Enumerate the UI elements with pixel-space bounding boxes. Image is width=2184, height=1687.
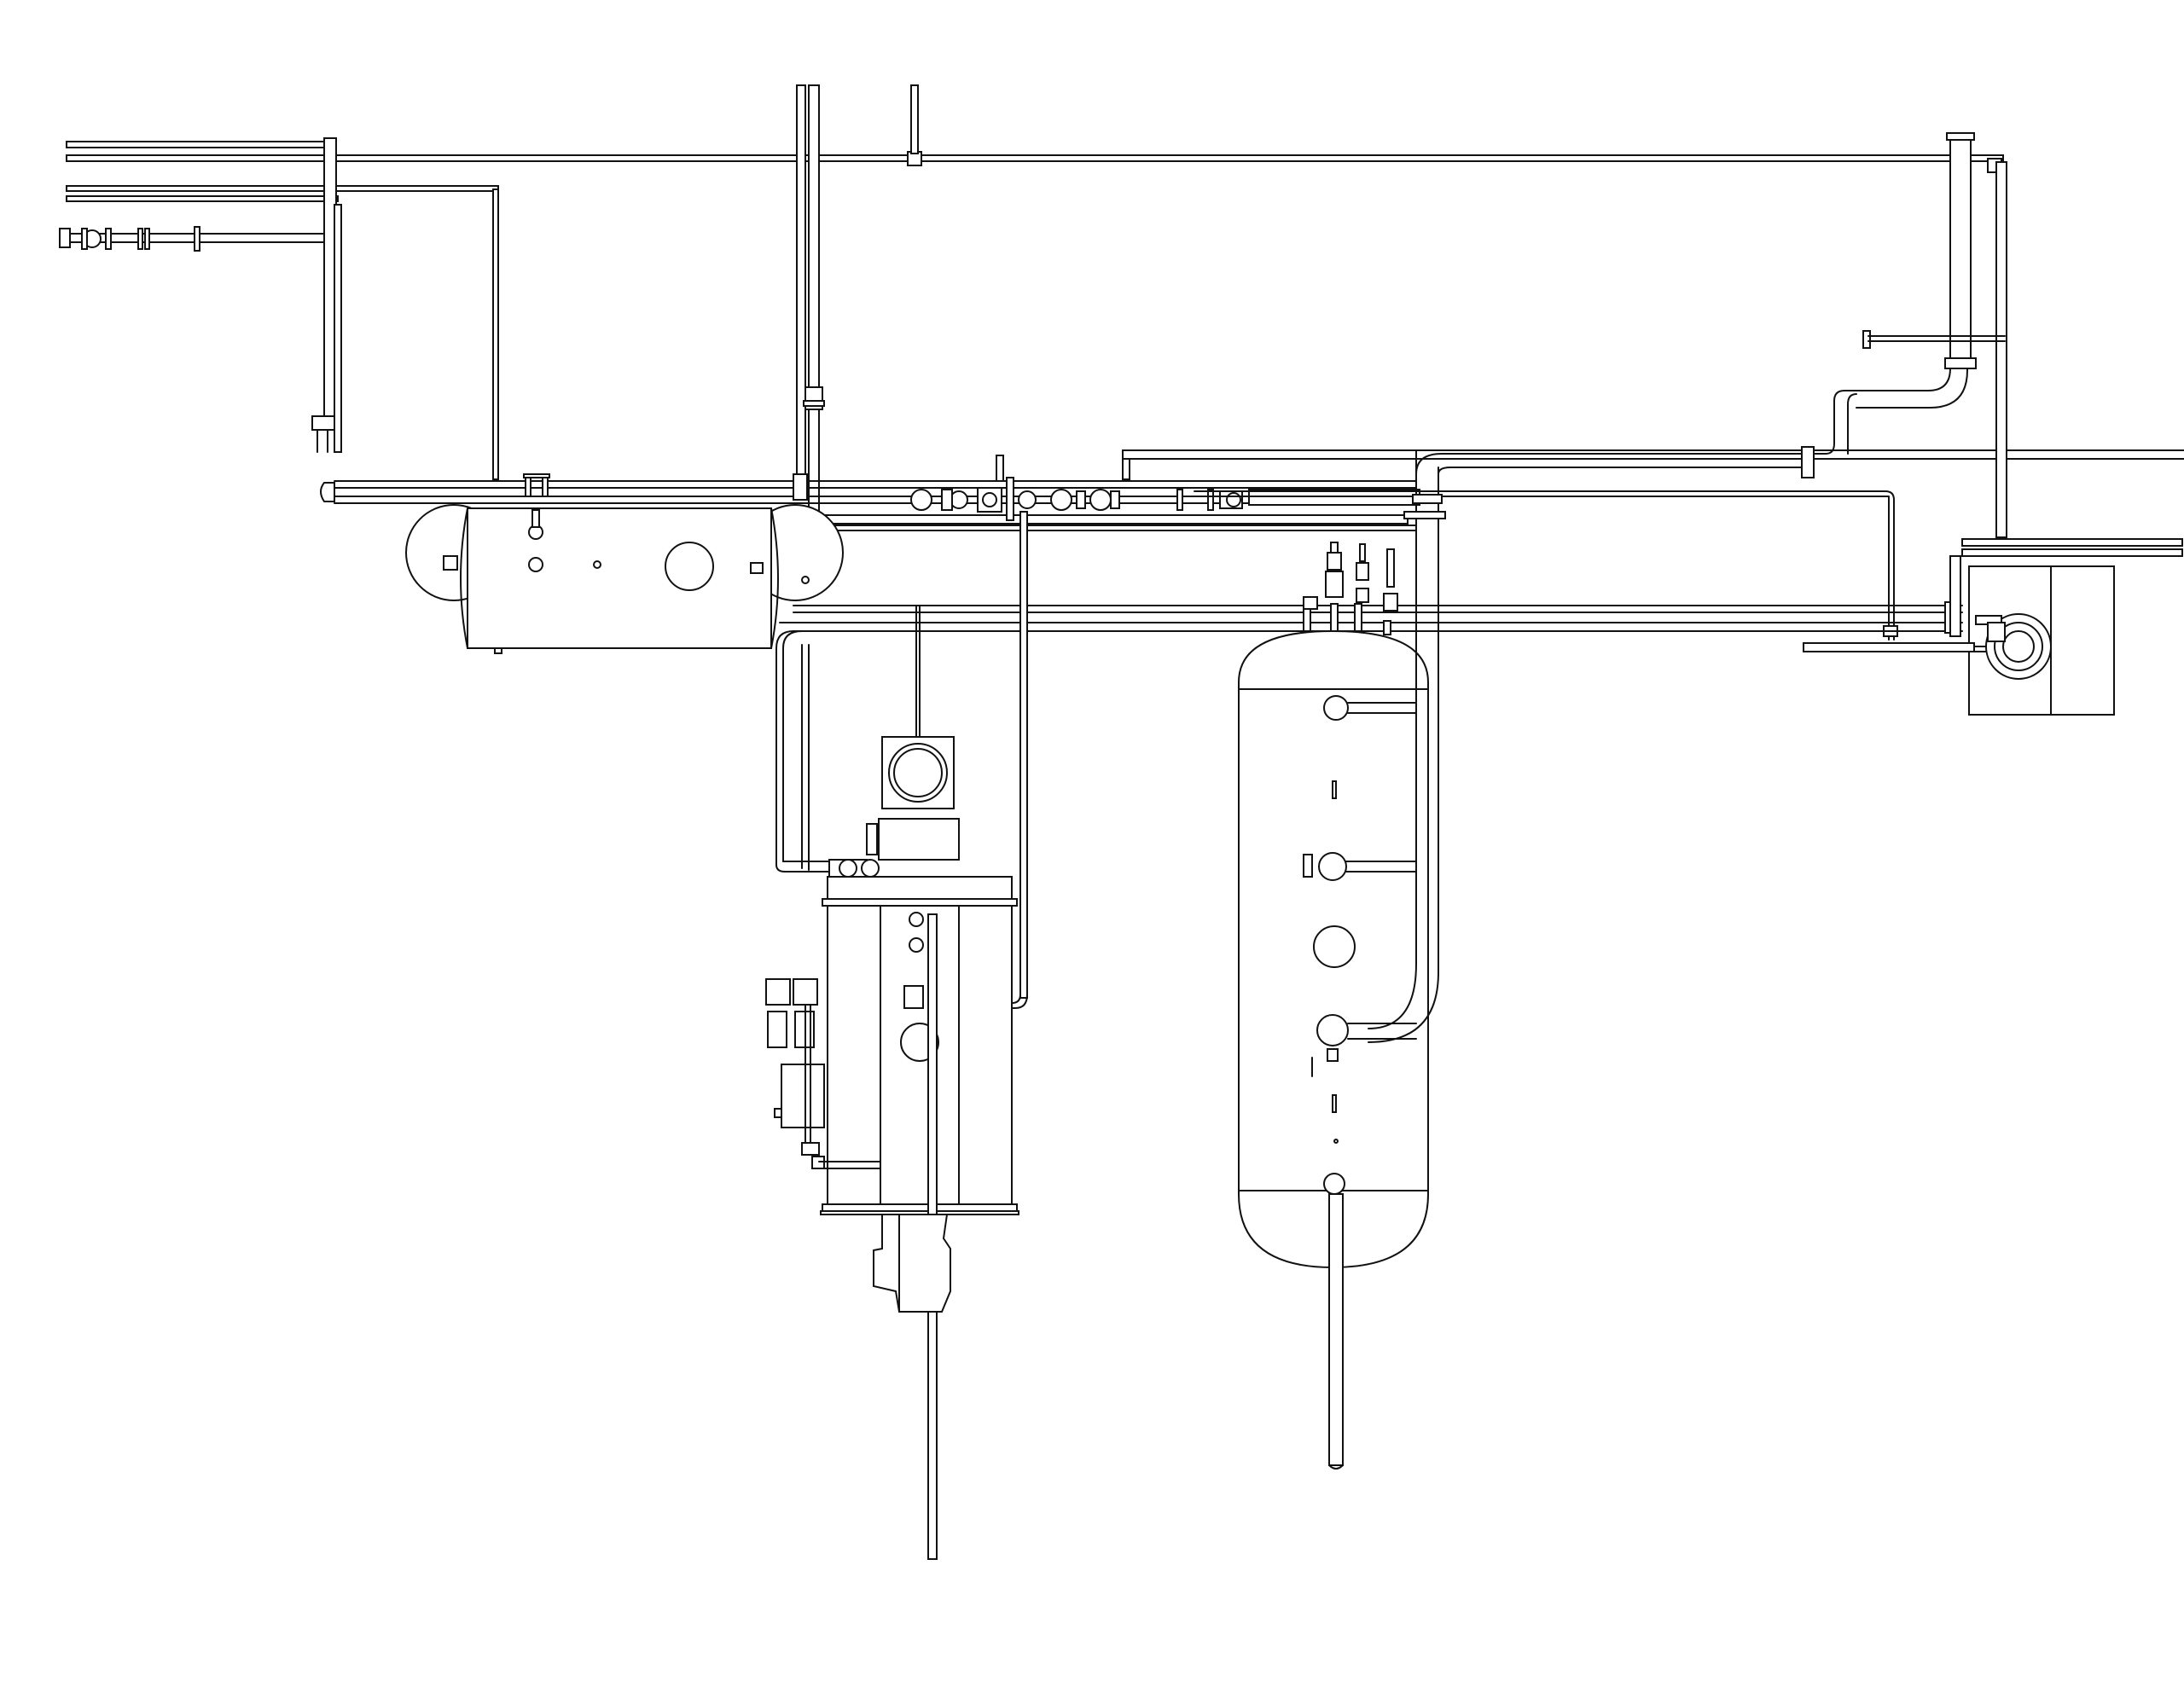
inlet-valve-train [59,226,335,453]
right-header [1415,132,2007,538]
feed-pump-skid [1803,538,2183,716]
boiler-instruments [765,978,881,1169]
lower-headers [779,601,1963,634]
left-riser [323,137,499,480]
top-header-pipes [66,84,2004,202]
vertical-tank [1238,542,1429,1470]
central-risers [796,84,825,530]
right-drop [1194,490,1898,641]
vertical-boiler-unit [820,605,1019,1560]
tank-riser [1368,449,1446,1043]
horizontal-vessel [405,504,844,654]
